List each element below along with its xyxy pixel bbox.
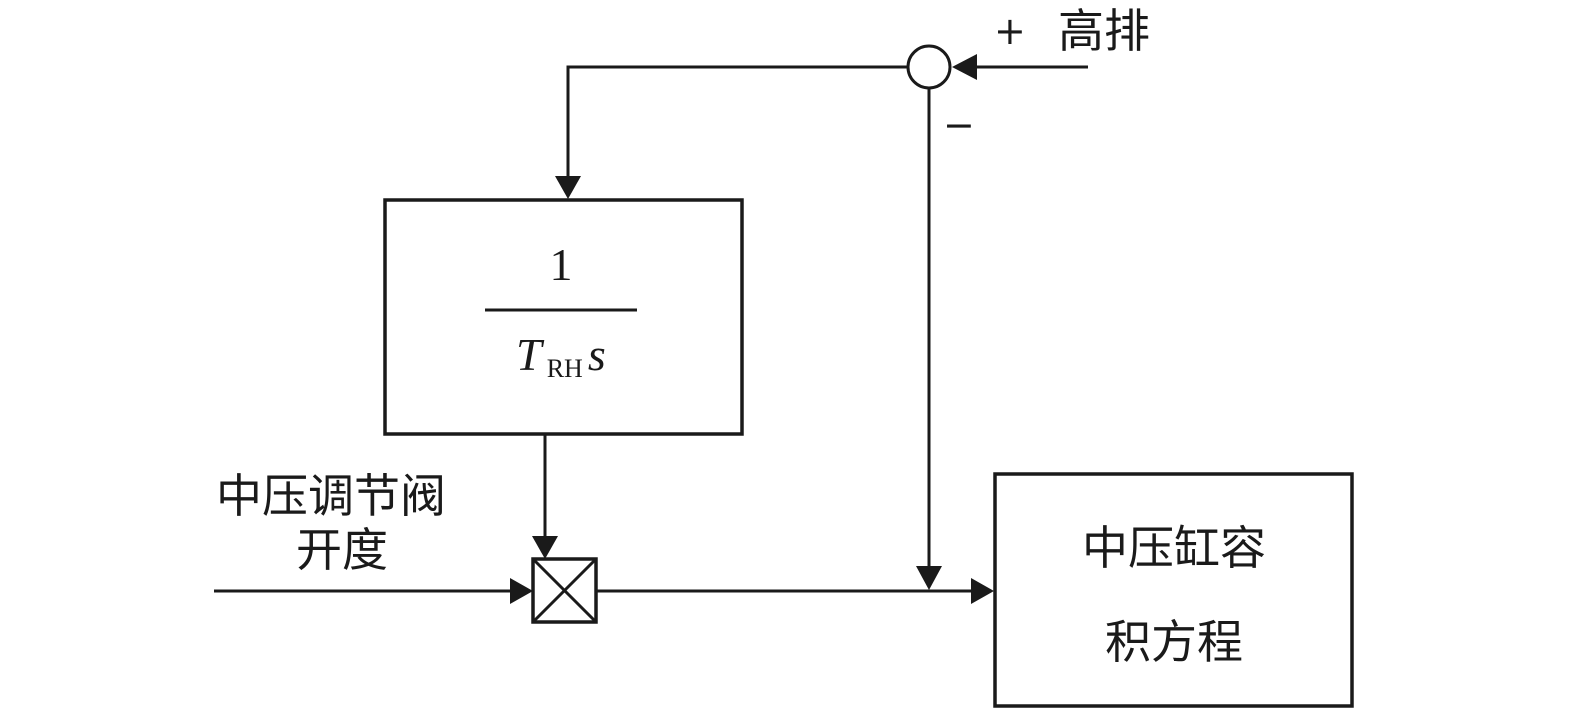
output-block-label-line2: 积方程: [1105, 615, 1243, 669]
main-output-arrow: [971, 578, 994, 604]
feedback-line: [566, 65, 908, 176]
multiplier-cross-b: [531, 557, 598, 624]
cylinder-volume-equation-block: [993, 472, 1354, 708]
high-exhaust-input-arrow: [952, 54, 977, 80]
junction-down-arrow: [916, 566, 942, 590]
block-output-arrow: [532, 536, 558, 559]
minus-sign: −: [943, 103, 975, 147]
valve-opening-label-line2: 开度: [296, 523, 388, 577]
valve-opening-input-arrow: [510, 578, 533, 604]
summing-junction: [906, 44, 952, 90]
valve-opening-label-line1: 中压调节阀: [216, 469, 446, 523]
output-block-label-line1: 中压缸容: [1082, 521, 1266, 575]
numerator: 1: [550, 239, 573, 290]
feedback-arrow: [555, 176, 581, 199]
high-exhaust-label: 高排: [1058, 4, 1150, 58]
transfer-function-block: [383, 198, 744, 436]
plus-sign: +: [994, 9, 1026, 53]
denominator: T RH s: [516, 329, 606, 383]
